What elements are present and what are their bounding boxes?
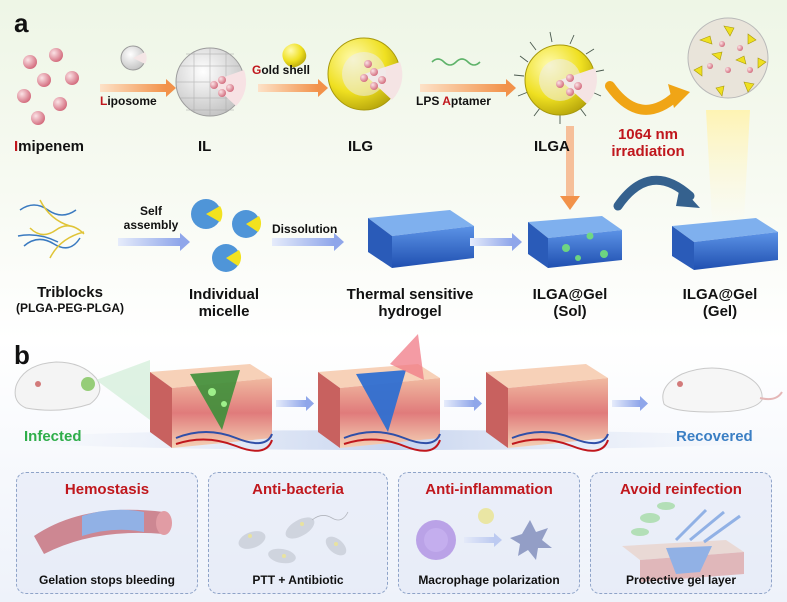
liposome-step-label: Liposome xyxy=(100,94,157,108)
anti-inflammation-caption: Macrophage polarization xyxy=(418,573,560,587)
ilga-label: ILGA xyxy=(534,138,570,155)
gel-label: ILGA@Gel (Gel) xyxy=(682,286,758,320)
hydrogel-label: Thermal sensitive hydrogel xyxy=(346,286,474,320)
sol-block xyxy=(528,216,622,268)
light-beam xyxy=(706,110,750,220)
irradiation-label: 1064 nm irradiation xyxy=(611,126,685,160)
triblocks-label: Triblocks (PLGA-PEG-PLGA) xyxy=(16,284,124,315)
ilg-liposome xyxy=(327,37,403,111)
gold-particle xyxy=(282,43,307,68)
aptamer-step-label: LPS Aptamer xyxy=(416,94,491,108)
triblock-polymers xyxy=(17,199,85,259)
gelation-curved-arrow xyxy=(613,175,700,211)
infected-mouse xyxy=(14,360,150,420)
sol-arrow xyxy=(470,233,522,251)
panel-a-letter: a xyxy=(14,8,29,38)
anti-bacteria-box: Anti-bacteria PTT + Antibiotic xyxy=(208,472,388,594)
anti-inflammation-title: Anti-inflammation xyxy=(425,481,553,498)
skin-section-infected xyxy=(150,364,273,452)
imipenem-molecules xyxy=(17,48,79,125)
hemostasis-box: Hemostasis Gelation stops bleeding xyxy=(16,472,198,594)
row-arrow-3 xyxy=(612,396,648,411)
aptamer-arrow xyxy=(420,79,516,97)
self-assembly-label: Self assembly xyxy=(123,204,179,232)
micelles xyxy=(191,199,262,272)
recovered-label: Recovered xyxy=(676,428,753,445)
micelle-label: Individual micelle xyxy=(188,286,259,320)
ilg-label: ILG xyxy=(348,138,373,155)
ilga-down-arrow xyxy=(560,126,580,210)
anti-inflammation-box: Anti-inflammation Macrophage polarizatio… xyxy=(398,472,580,594)
exploded-ilga xyxy=(687,17,769,99)
avoid-reinfection-box: Avoid reinfection Protective gel layer xyxy=(590,472,772,594)
infected-label: Infected xyxy=(24,428,82,445)
il-label: IL xyxy=(198,138,212,155)
recovered-mouse xyxy=(662,367,783,413)
aptamer-strand xyxy=(431,58,481,66)
row-arrow-1 xyxy=(276,396,314,411)
dissolution-arrow xyxy=(272,233,344,251)
anti-bacteria-caption: PTT + Antibiotic xyxy=(252,573,344,587)
avoid-reinfection-title: Avoid reinfection xyxy=(620,481,742,498)
panel-b-letter: b xyxy=(14,340,30,370)
row-arrow-2 xyxy=(444,396,482,411)
sol-label: ILGA@Gel (Sol) xyxy=(532,286,608,320)
gold-shell-arrow xyxy=(258,79,328,97)
self-assembly-arrow xyxy=(118,233,190,251)
ilga-liposome xyxy=(513,31,605,124)
dissolution-label: Dissolution xyxy=(272,222,338,236)
imipenem-label: Imipenem xyxy=(14,138,85,155)
il-liposome xyxy=(175,47,247,117)
hydrogel-block xyxy=(368,210,474,268)
hemostasis-caption: Gelation stops bleeding xyxy=(38,573,175,587)
irradiation-curved-arrow xyxy=(605,81,690,115)
empty-liposome xyxy=(120,45,147,71)
skin-section-treated xyxy=(318,334,441,452)
gold-shell-step-label: Gold shell xyxy=(252,63,311,77)
hemostasis-title: Hemostasis xyxy=(64,481,150,498)
avoid-reinfection-caption: Protective gel layer xyxy=(625,573,737,587)
skin-section-healed xyxy=(486,364,609,452)
anti-bacteria-title: Anti-bacteria xyxy=(252,481,344,498)
liposome-arrow xyxy=(100,79,176,97)
gel-block xyxy=(672,218,778,270)
